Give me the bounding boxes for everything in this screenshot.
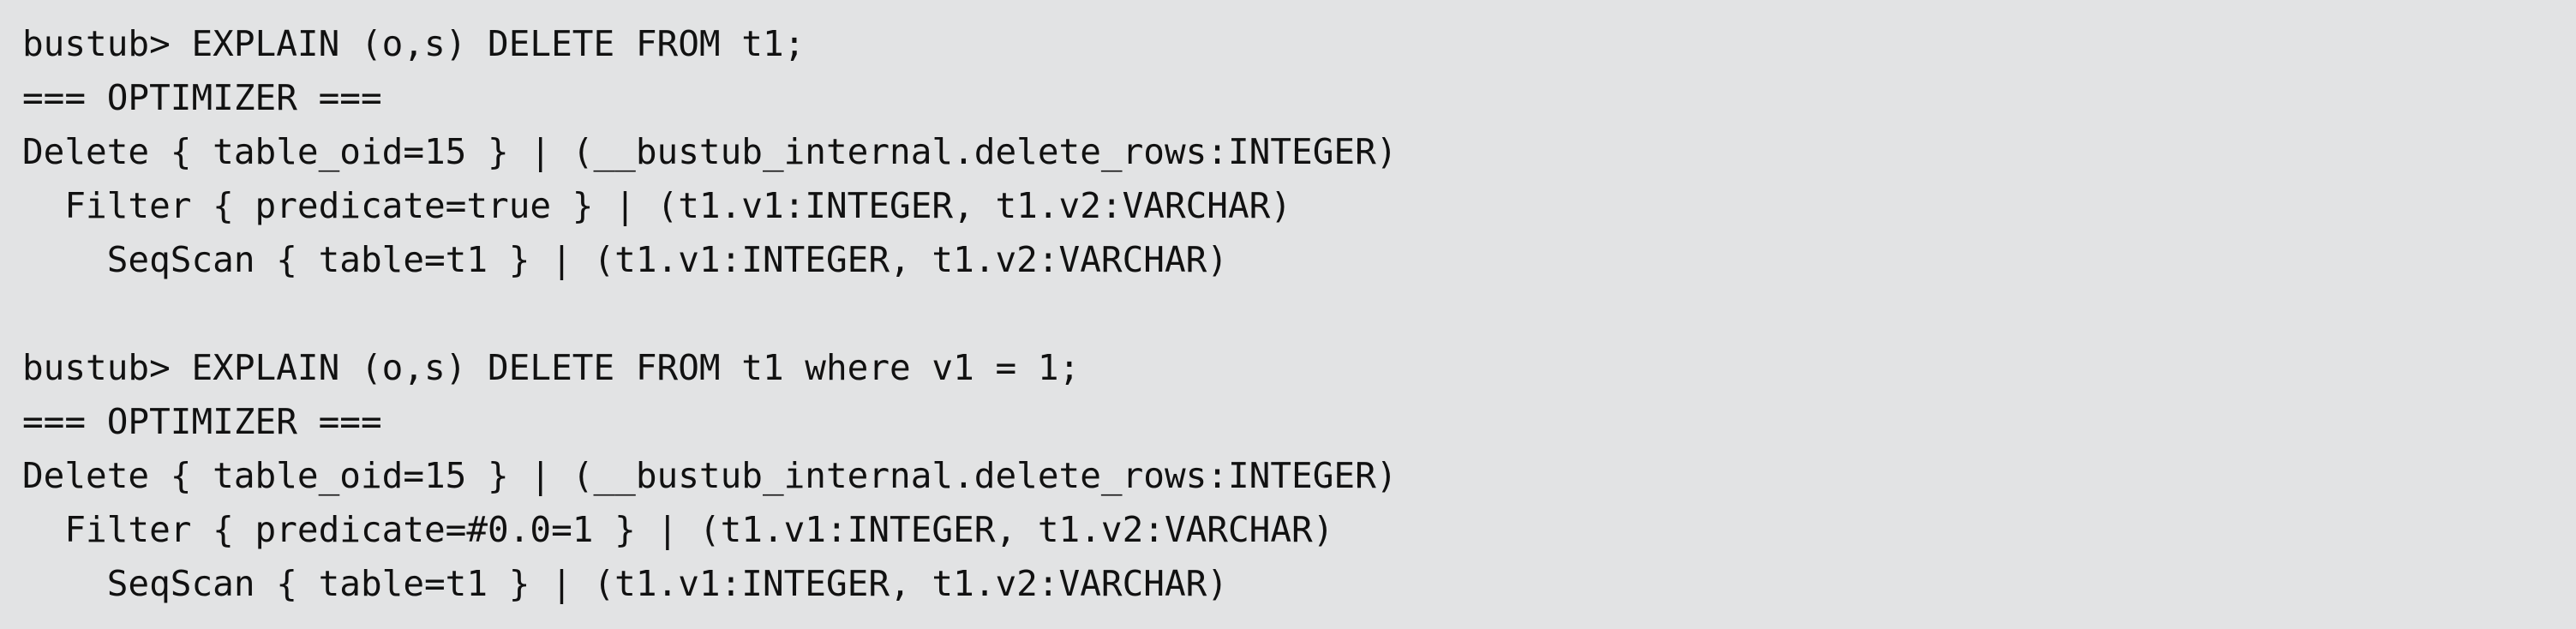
command-line: bustub> EXPLAIN (o,s) DELETE FROM t1; — [22, 23, 806, 64]
plan-delete-node: Delete { table_oid=15 } | (__bustub_inte… — [22, 455, 1398, 496]
optimizer-header: === OPTIMIZER === — [22, 77, 382, 118]
optimizer-header: === OPTIMIZER === — [22, 401, 382, 442]
blank-line — [22, 287, 2576, 341]
command-line: bustub> EXPLAIN (o,s) DELETE FROM t1 whe… — [22, 347, 1081, 388]
plan-delete-node: Delete { table_oid=15 } | (__bustub_inte… — [22, 131, 1398, 172]
plan-seqscan-node: SeqScan { table=t1 } | (t1.v1:INTEGER, t… — [22, 563, 1228, 604]
plan-filter-node: Filter { predicate=#0.0=1 } | (t1.v1:INT… — [22, 509, 1334, 550]
plan-seqscan-node: SeqScan { table=t1 } | (t1.v1:INTEGER, t… — [22, 239, 1228, 280]
plan-filter-node: Filter { predicate=true } | (t1.v1:INTEG… — [22, 185, 1292, 226]
